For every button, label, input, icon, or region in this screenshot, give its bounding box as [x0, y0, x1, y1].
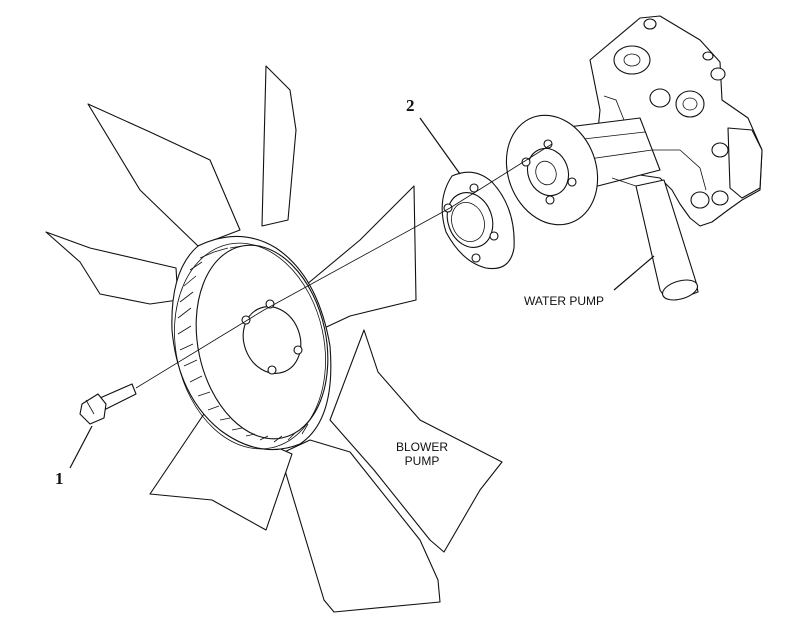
- callout-item-1: 1: [55, 469, 64, 488]
- water-pump-drawing: [505, 15, 763, 301]
- callout-item-2: 2: [406, 96, 415, 115]
- blower-pump-label-line2: PUMP: [404, 454, 440, 468]
- spacer-drawing: [419, 117, 515, 270]
- fan-fins: [177, 245, 309, 443]
- blower-pump-label-line1: BLOWER: [396, 440, 449, 454]
- fan-drawing: [45, 65, 503, 613]
- water-pump-label: WATER PUMP: [524, 294, 604, 308]
- blower-pump-label: BLOWER PUMP: [396, 440, 448, 468]
- bolt-drawing: [69, 143, 553, 469]
